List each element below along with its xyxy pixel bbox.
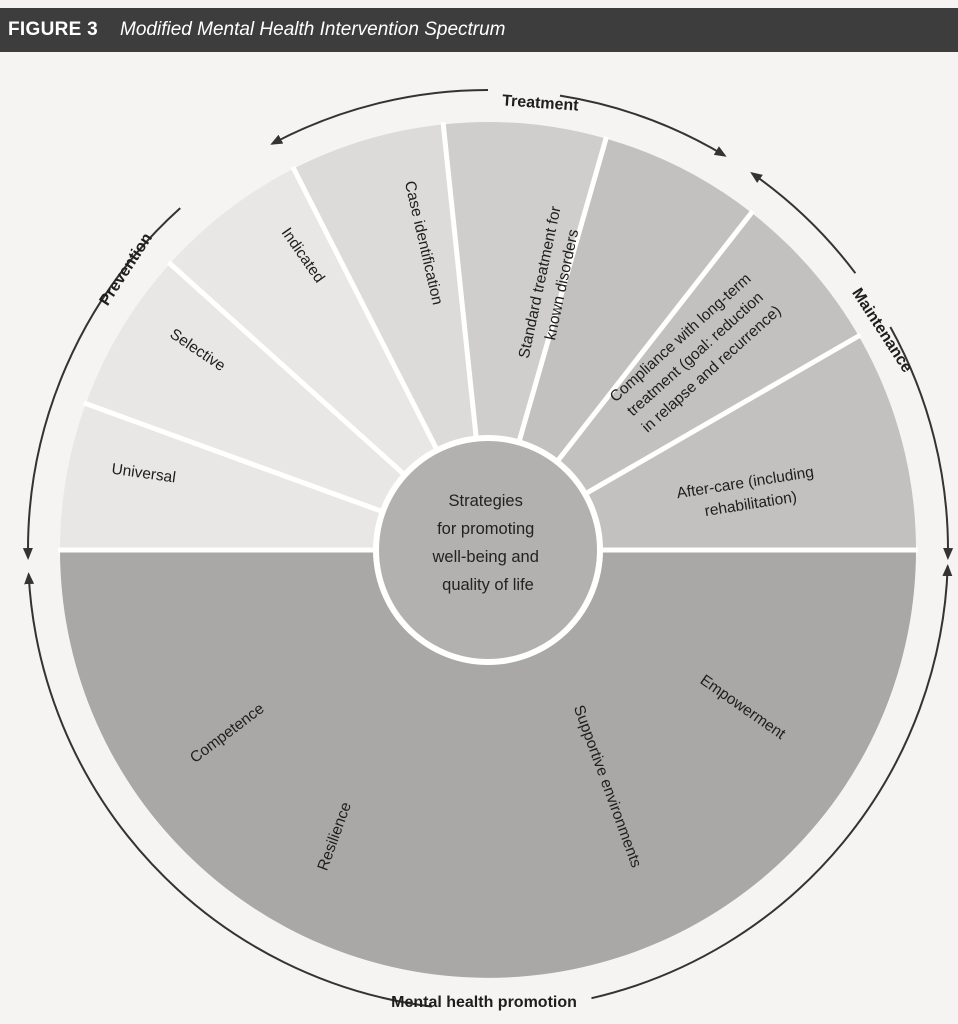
maintenance-arrow-bottom bbox=[889, 326, 954, 561]
promotion-segment bbox=[60, 550, 916, 978]
aftercare-segment bbox=[488, 212, 916, 551]
selective-segment bbox=[85, 263, 489, 550]
figure-header: FIGURE 3 Modified Mental Health Interven… bbox=[0, 8, 958, 52]
indicated-segment bbox=[169, 168, 488, 550]
figure-title: Modified Mental Health Intervention Spec… bbox=[120, 19, 506, 40]
prevention-arrow bbox=[22, 207, 181, 561]
promotion-arrow-right bbox=[591, 564, 953, 1000]
center-circle bbox=[373, 435, 603, 665]
phase-arrows bbox=[22, 89, 954, 1008]
case-identification-segment bbox=[293, 124, 488, 550]
center-label: Strategies for promoting well-being and … bbox=[432, 492, 544, 594]
treatment-label: Treatment bbox=[502, 92, 580, 114]
treatment-arrow-right bbox=[559, 94, 727, 157]
figure-label: FIGURE 3 bbox=[8, 19, 99, 40]
treatment-arrow-left bbox=[270, 89, 489, 145]
compliance-segment bbox=[488, 138, 752, 550]
promotion-arrow-left bbox=[24, 572, 433, 1008]
wheel bbox=[58, 121, 918, 978]
promotion-label: Mental health promotion bbox=[391, 994, 577, 1011]
maintenance-arrow-top bbox=[750, 172, 857, 274]
